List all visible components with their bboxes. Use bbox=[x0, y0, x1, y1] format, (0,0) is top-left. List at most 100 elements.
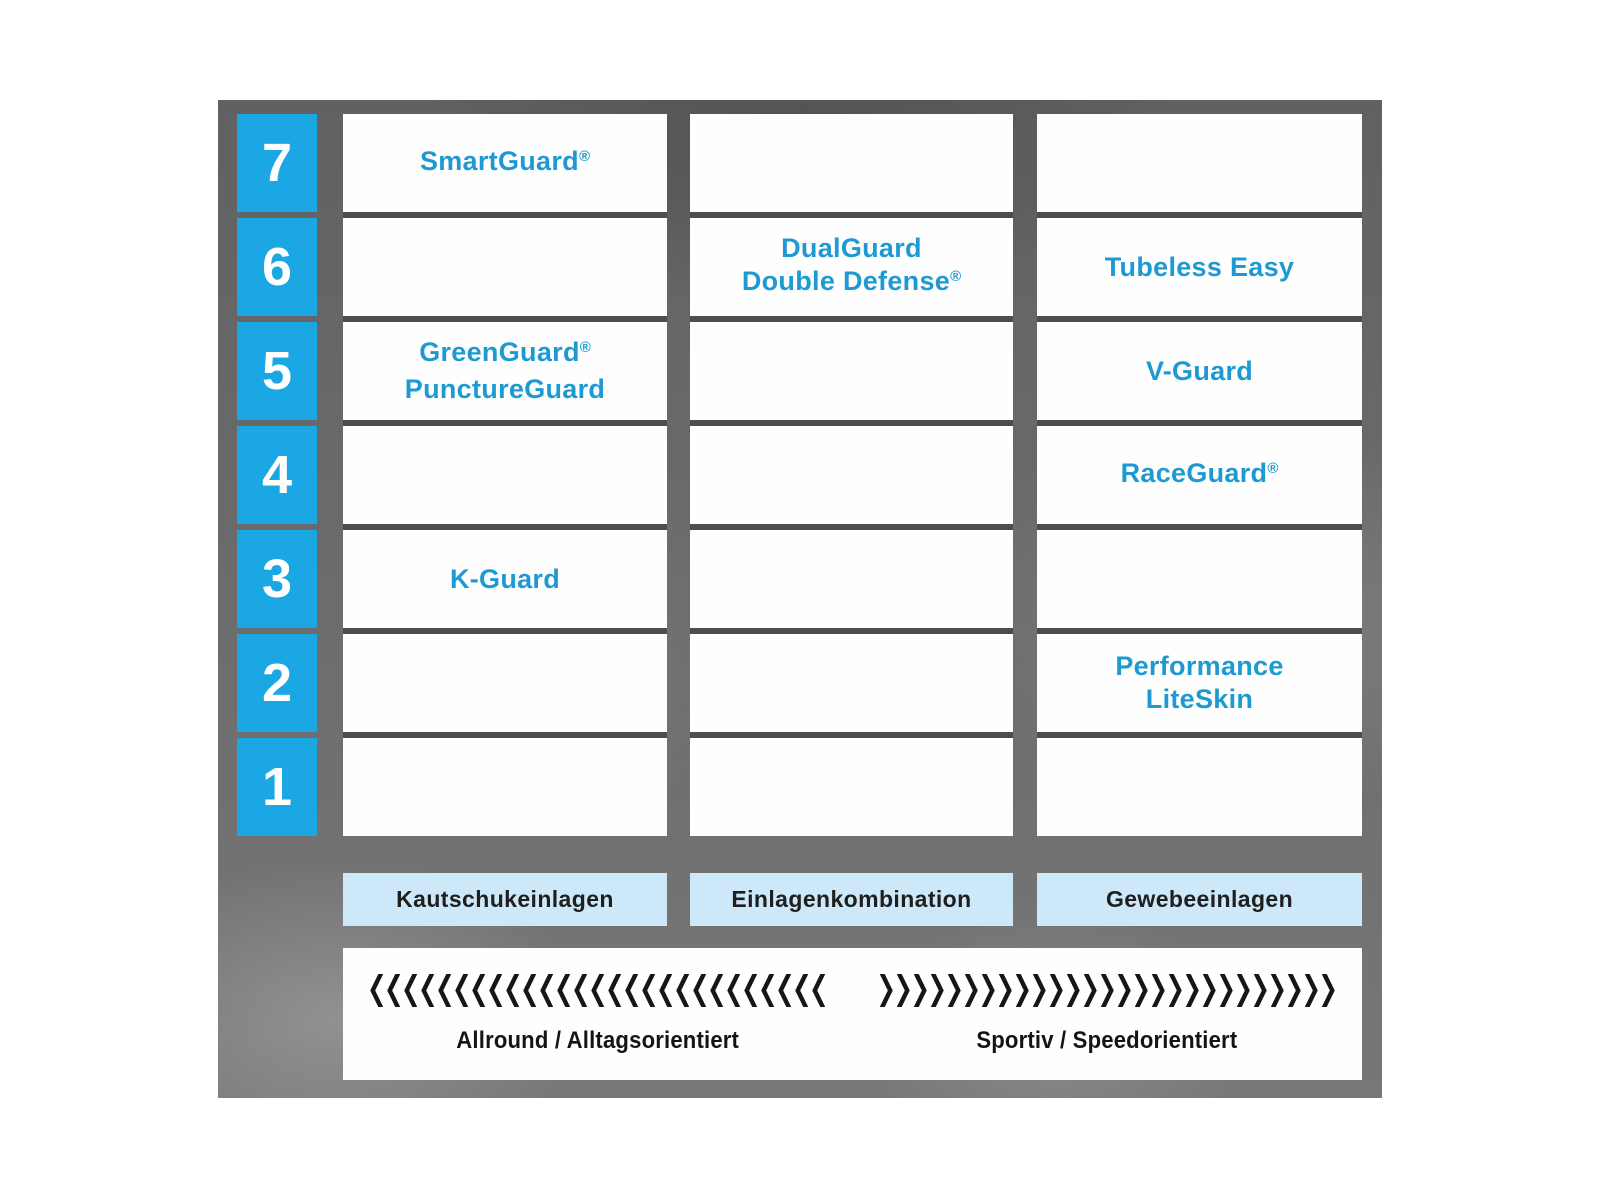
cell-gewebeeinlagen-level-7 bbox=[1037, 114, 1362, 212]
right-chevron-icon bbox=[1321, 974, 1335, 1007]
legend-left-label: Allround / Alltagsorientiert bbox=[456, 1027, 740, 1054]
right-chevron-icon bbox=[1270, 974, 1284, 1007]
left-chevron-icon bbox=[404, 974, 418, 1007]
right-chevron-icon bbox=[1168, 974, 1182, 1007]
cell-einlagenkombination-level-4 bbox=[690, 426, 1013, 524]
left-chevron-icon bbox=[642, 974, 656, 1007]
left-chevron-icon bbox=[455, 974, 469, 1007]
product-name: GreenGuard®PunctureGuard bbox=[404, 337, 606, 404]
left-chevron-icon bbox=[795, 974, 809, 1007]
left-chevron-icon bbox=[540, 974, 554, 1007]
cell-kautschukeinlagen-level-3: K-Guard bbox=[343, 530, 667, 628]
left-chevron-icon bbox=[727, 974, 741, 1007]
right-chevron-icon bbox=[896, 974, 910, 1007]
right-chevron-icon bbox=[947, 974, 961, 1007]
level-badge-5: 5 bbox=[237, 322, 317, 420]
left-chevron-icon bbox=[523, 974, 537, 1007]
left-chevrons-icon bbox=[370, 974, 826, 1007]
registered-trademark-icon: ® bbox=[579, 339, 591, 356]
cell-einlagenkombination-level-7 bbox=[690, 114, 1013, 212]
cell-kautschukeinlagen-level-5: GreenGuard®PunctureGuard bbox=[343, 322, 667, 420]
legend-right-half: Sportiv / Speedorientiert bbox=[853, 948, 1363, 1080]
cell-gewebeeinlagen-level-1 bbox=[1037, 738, 1362, 836]
left-chevron-icon bbox=[625, 974, 639, 1007]
cell-kautschukeinlagen-level-4 bbox=[343, 426, 667, 524]
registered-trademark-icon: ® bbox=[1267, 459, 1279, 477]
right-chevron-icon bbox=[1202, 974, 1216, 1007]
left-chevron-icon bbox=[693, 974, 707, 1007]
level-badge-7: 7 bbox=[237, 114, 317, 212]
right-chevron-icon bbox=[1049, 974, 1063, 1007]
registered-trademark-icon: ® bbox=[950, 268, 962, 285]
right-chevron-icon bbox=[1287, 974, 1301, 1007]
left-chevron-icon bbox=[676, 974, 690, 1007]
product-name: SmartGuard® bbox=[419, 145, 591, 176]
right-chevron-icon bbox=[1083, 974, 1097, 1007]
right-chevron-icon bbox=[1117, 974, 1131, 1007]
left-chevron-icon bbox=[574, 974, 588, 1007]
level-badge-2: 2 bbox=[237, 634, 317, 732]
category-bar-gewebeeinlagen: Gewebeeinlagen bbox=[1037, 873, 1362, 926]
left-chevron-icon bbox=[557, 974, 571, 1007]
left-chevron-icon bbox=[387, 974, 401, 1007]
cell-einlagenkombination-level-3 bbox=[690, 530, 1013, 628]
level-badge-1: 1 bbox=[237, 738, 317, 836]
cell-kautschukeinlagen-level-2 bbox=[343, 634, 667, 732]
left-chevron-icon bbox=[489, 974, 503, 1007]
right-chevron-icon bbox=[1304, 974, 1318, 1007]
right-chevron-icon bbox=[1219, 974, 1233, 1007]
orientation-legend: Allround / Alltagsorientiert Sportiv / S… bbox=[343, 948, 1362, 1080]
product-name: K-Guard bbox=[449, 563, 561, 594]
category-label: Einlagenkombination bbox=[731, 886, 972, 912]
left-chevron-icon bbox=[761, 974, 775, 1007]
cell-kautschukeinlagen-level-1 bbox=[343, 738, 667, 836]
level-badge-3: 3 bbox=[237, 530, 317, 628]
left-chevron-icon bbox=[744, 974, 758, 1007]
cell-gewebeeinlagen-level-4: RaceGuard® bbox=[1037, 426, 1362, 524]
right-chevron-icon bbox=[879, 974, 893, 1007]
right-chevron-icon bbox=[1032, 974, 1046, 1007]
cell-einlagenkombination-level-5 bbox=[690, 322, 1013, 420]
right-chevron-icon bbox=[913, 974, 927, 1007]
right-chevron-icon bbox=[964, 974, 978, 1007]
right-chevron-icon bbox=[1253, 974, 1267, 1007]
left-chevron-icon bbox=[370, 974, 384, 1007]
cell-gewebeeinlagen-level-3 bbox=[1037, 530, 1362, 628]
left-chevron-icon bbox=[591, 974, 605, 1007]
cell-kautschukeinlagen-level-7: SmartGuard® bbox=[343, 114, 667, 212]
level-badge-6: 6 bbox=[237, 218, 317, 316]
right-chevron-icon bbox=[1151, 974, 1165, 1007]
right-chevron-icon bbox=[1134, 974, 1148, 1007]
right-chevron-icon bbox=[930, 974, 944, 1007]
left-chevron-icon bbox=[778, 974, 792, 1007]
right-chevron-icon bbox=[981, 974, 995, 1007]
category-label: Kautschukeinlagen bbox=[396, 886, 614, 912]
legend-left-half: Allround / Alltagsorientiert bbox=[343, 948, 853, 1080]
product-name: Tubeless Easy bbox=[1104, 251, 1295, 282]
product-name: V-Guard bbox=[1145, 355, 1254, 386]
category-bar-einlagenkombination: Einlagenkombination bbox=[690, 873, 1013, 926]
left-chevron-icon bbox=[421, 974, 435, 1007]
category-label: Gewebeeinlagen bbox=[1105, 886, 1294, 912]
left-chevron-icon bbox=[659, 974, 673, 1007]
right-chevrons-icon bbox=[879, 974, 1335, 1007]
cell-einlagenkombination-level-2 bbox=[690, 634, 1013, 732]
registered-trademark-icon: ® bbox=[578, 147, 591, 165]
right-chevron-icon bbox=[1015, 974, 1029, 1007]
product-name: RaceGuard® bbox=[1120, 457, 1279, 488]
right-chevron-icon bbox=[1066, 974, 1080, 1007]
left-chevron-icon bbox=[812, 974, 826, 1007]
cell-einlagenkombination-level-1 bbox=[690, 738, 1013, 836]
left-chevron-icon bbox=[506, 974, 520, 1007]
left-chevron-icon bbox=[438, 974, 452, 1007]
